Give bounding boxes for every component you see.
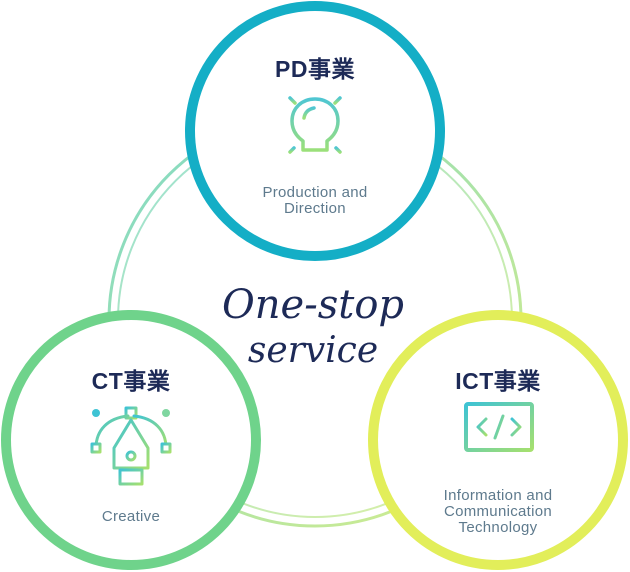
pd-title: PD事業 <box>275 56 355 82</box>
code-monitor-icon <box>464 402 534 469</box>
ict-subtitle-line2: Communication <box>443 503 553 520</box>
ict-subtitle-line1: Information and <box>443 487 553 504</box>
center-line1: One-stop <box>222 282 404 328</box>
pd-subtitle-line2: Direction <box>284 200 346 217</box>
ict-title: ICT事業 <box>455 368 541 394</box>
pen-tool-icon <box>90 406 172 486</box>
pd-subtitle: Production and Direction <box>215 185 415 217</box>
ct-subtitle: Creative <box>101 508 161 525</box>
pd-circle <box>185 1 445 261</box>
ict-circle <box>368 310 628 570</box>
ct-title: CT事業 <box>91 368 171 394</box>
lightbulb-icon <box>275 84 355 159</box>
ict-subtitle-line3: Technology <box>458 519 538 536</box>
center-script-text: One-stop service <box>222 282 404 371</box>
ict-subtitle: Information and Communication Technology <box>398 488 598 536</box>
pd-subtitle-line1: Production and <box>262 184 368 201</box>
center-line2: service <box>248 330 378 371</box>
